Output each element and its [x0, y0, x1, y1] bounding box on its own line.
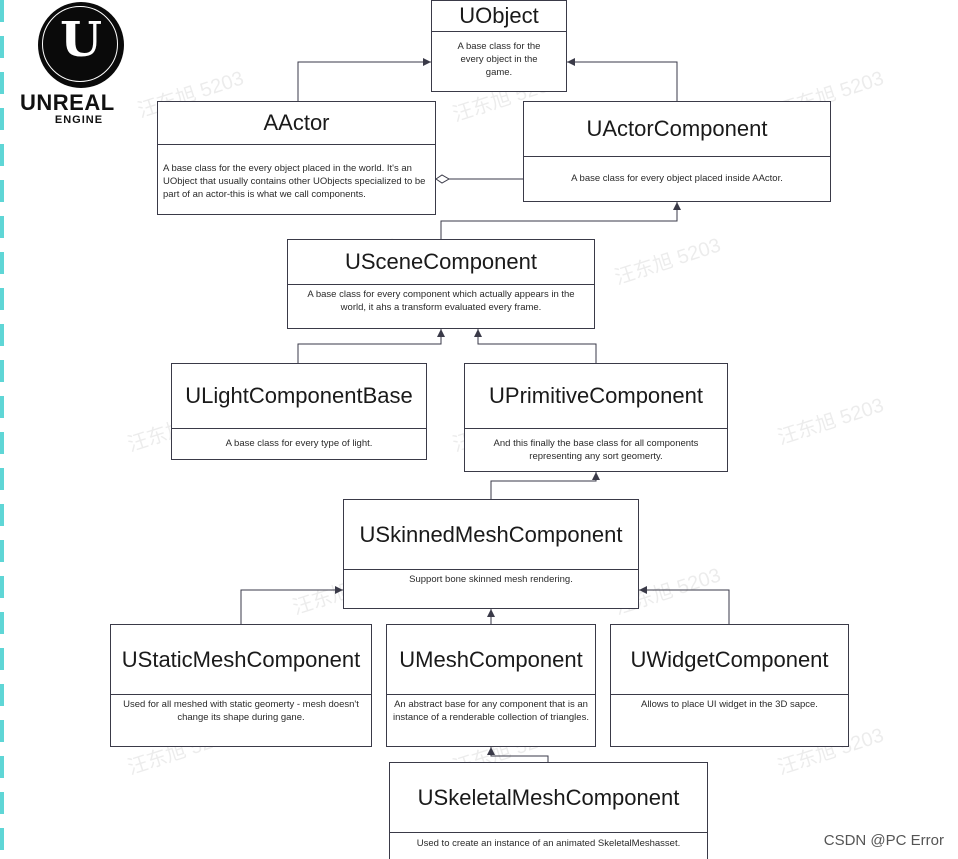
class-name: UActorComponent	[524, 102, 830, 157]
class-name: UObject	[432, 1, 566, 32]
logo-wordmark-unreal: UNREAL	[20, 90, 115, 115]
class-box-uskeletalmeshcomponent: USkeletalMeshComponent Used to create an…	[389, 762, 708, 859]
watermark: 汪东旭 5203	[775, 394, 887, 450]
class-box-uprimitivecomponent: UPrimitiveComponent And this finally the…	[464, 363, 728, 472]
class-name: UWidgetComponent	[611, 625, 848, 695]
class-description: Used to create an instance of an animate…	[416, 838, 681, 849]
class-name: USceneComponent	[288, 240, 594, 285]
class-box-uobject: UObject A base class for the every objec…	[431, 0, 567, 92]
class-name: UMeshComponent	[387, 625, 595, 695]
class-box-uwidgetcomponent: UWidgetComponent Allows to place UI widg…	[610, 624, 849, 747]
class-name: USkinnedMeshComponent	[344, 500, 638, 570]
class-box-aactor: AActor A base class for the every object…	[157, 101, 436, 215]
class-name: UStaticMeshComponent	[111, 625, 371, 695]
unreal-logo-emblem: U	[38, 2, 124, 88]
class-description: Support bone skinned mesh rendering.	[409, 574, 573, 585]
class-box-uactorcomponent: UActorComponent A base class for every o…	[523, 101, 831, 202]
class-box-ulightcomponentbase: ULightComponentBase A base class for eve…	[171, 363, 427, 460]
class-name: AActor	[158, 102, 435, 145]
class-description: A base class for the every object placed…	[163, 163, 426, 200]
watermark: 汪东旭 5203	[612, 234, 724, 290]
class-description: Allows to place UI widget in the 3D sapc…	[641, 699, 818, 710]
left-edge-stripe	[0, 0, 4, 859]
class-description: And this finally the base class for all …	[493, 438, 699, 462]
class-box-uscenecomponent: USceneComponent A base class for every c…	[287, 239, 595, 329]
class-name: UPrimitiveComponent	[465, 364, 727, 429]
class-description: A base class for every component which a…	[307, 289, 575, 313]
class-box-umeshcomponent: UMeshComponent An abstract base for any …	[386, 624, 596, 747]
source-credit: CSDN @PC Error	[823, 832, 944, 849]
class-description: Used for all meshed with static geomerty…	[123, 699, 359, 723]
class-box-uskinnedmeshcomponent: USkinnedMeshComponent Support bone skinn…	[343, 499, 639, 609]
class-description: A base class for every type of light.	[225, 438, 373, 449]
unreal-engine-logo: U UNREAL ENGINE	[20, 2, 142, 126]
class-box-ustaticmeshcomponent: UStaticMeshComponent Used for all meshed…	[110, 624, 372, 747]
unreal-logo-glyph: U	[60, 12, 102, 68]
class-description: A base class for every object placed ins…	[571, 173, 783, 184]
class-description: An abstract base for any component that …	[393, 699, 589, 723]
class-name: ULightComponentBase	[172, 364, 426, 429]
class-description: A base class for the every object in the…	[457, 41, 541, 78]
class-name: USkeletalMeshComponent	[390, 763, 707, 833]
logo-wordmark-engine: ENGINE	[54, 114, 104, 126]
